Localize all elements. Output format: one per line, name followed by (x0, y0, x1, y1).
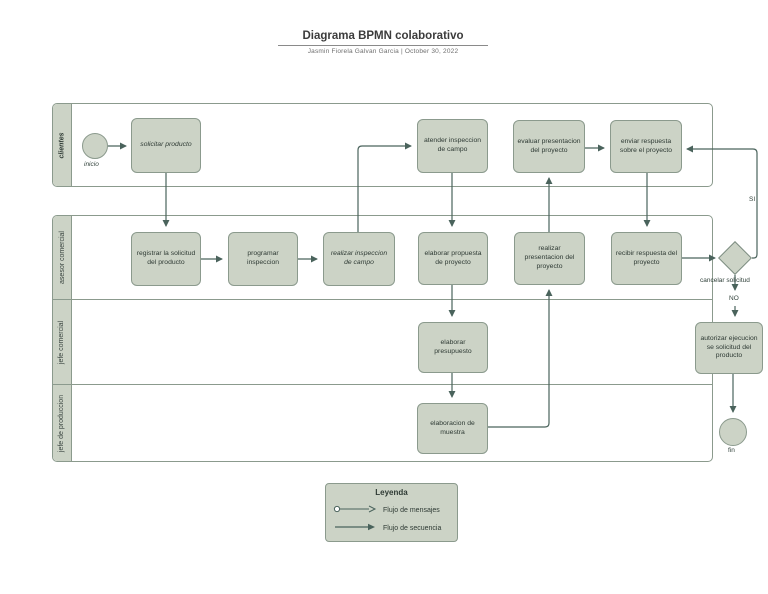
end-event-label: fin (728, 447, 735, 454)
start-event-label: inicio (84, 161, 99, 168)
gateway-no-label: NO (729, 295, 739, 302)
sequence-flow-icon (332, 519, 378, 537)
legend-title: Leyenda (375, 488, 408, 497)
task-autorizar-ejecucion[interactable]: autorizar ejecucion se solicitud del pro… (695, 322, 763, 374)
lane-label-clientes: clientes (58, 131, 66, 159)
task-registrar-solicitud[interactable]: registrar la solicitud del producto (131, 232, 201, 286)
lane-asesor-comercial: asesor comercial (53, 216, 712, 299)
task-enviar-respuesta[interactable]: enviar respuesta sobre el proyecto (610, 120, 682, 173)
start-event[interactable] (82, 133, 108, 159)
legend-row-secuencia: Flujo de secuencia (332, 519, 451, 537)
legend: Leyenda Flujo de mensajes (325, 483, 458, 542)
task-solicitar-producto[interactable]: solicitar producto (131, 118, 201, 173)
lane-label-jefe-comercial: jefe comercial (58, 320, 66, 364)
lane-header-asesor-comercial: asesor comercial (53, 216, 72, 299)
end-event[interactable] (719, 418, 747, 446)
page-title: Diagrama BPMN colaborativo (278, 30, 488, 46)
task-realizar-inspeccion[interactable]: realizar inspeccion de campo (323, 232, 395, 286)
lane-header-jefe-comercial: jefe comercial (53, 300, 72, 384)
lane-jefe-comercial: jefe comercial (53, 299, 712, 384)
lane-label-jefe-produccion: jefe de produccion (58, 394, 66, 452)
lane-clientes: clientes (53, 104, 712, 186)
task-realizar-presentacion[interactable]: realizar presentacion del proyecto (514, 232, 585, 285)
message-flow-icon (332, 501, 378, 519)
page-subtitle: Jasmin Fiorela Galvan Garcia | October 3… (307, 48, 459, 55)
legend-label-secuencia: Flujo de secuencia (383, 524, 442, 532)
gateway-yes-label: SI (749, 196, 756, 203)
task-recibir-respuesta[interactable]: recibir respuesta del proyecto (611, 232, 682, 285)
lane-label-asesor-comercial: asesor comercial (58, 231, 66, 284)
task-programar-inspeccion[interactable]: programar inspeccion (228, 232, 298, 286)
legend-row-mensajes: Flujo de mensajes (332, 501, 451, 519)
lane-header-jefe-produccion: jefe de produccion (53, 385, 72, 461)
legend-label-mensajes: Flujo de mensajes (383, 506, 440, 514)
task-atender-inspeccion[interactable]: atender inspeccion de campo (417, 119, 488, 173)
diagram-title-block: Diagrama BPMN colaborativo Jasmin Fiorel… (278, 30, 488, 55)
gateway-cancelar-solicitud[interactable] (718, 241, 752, 275)
task-elaboracion-muestra[interactable]: elaboracion de muestra (417, 403, 488, 454)
lane-jefe-produccion: jefe de produccion (53, 384, 712, 461)
task-elaborar-propuesta[interactable]: elaborar propuesta de proyecto (418, 232, 488, 285)
task-elaborar-presupuesto[interactable]: elaborar presupuesto (418, 322, 488, 373)
lane-header-clientes: clientes (53, 104, 72, 186)
task-evaluar-presentacion[interactable]: evaluar presentacion del proyecto (513, 120, 585, 173)
gateway-label: cancelar solicitud (700, 277, 750, 284)
